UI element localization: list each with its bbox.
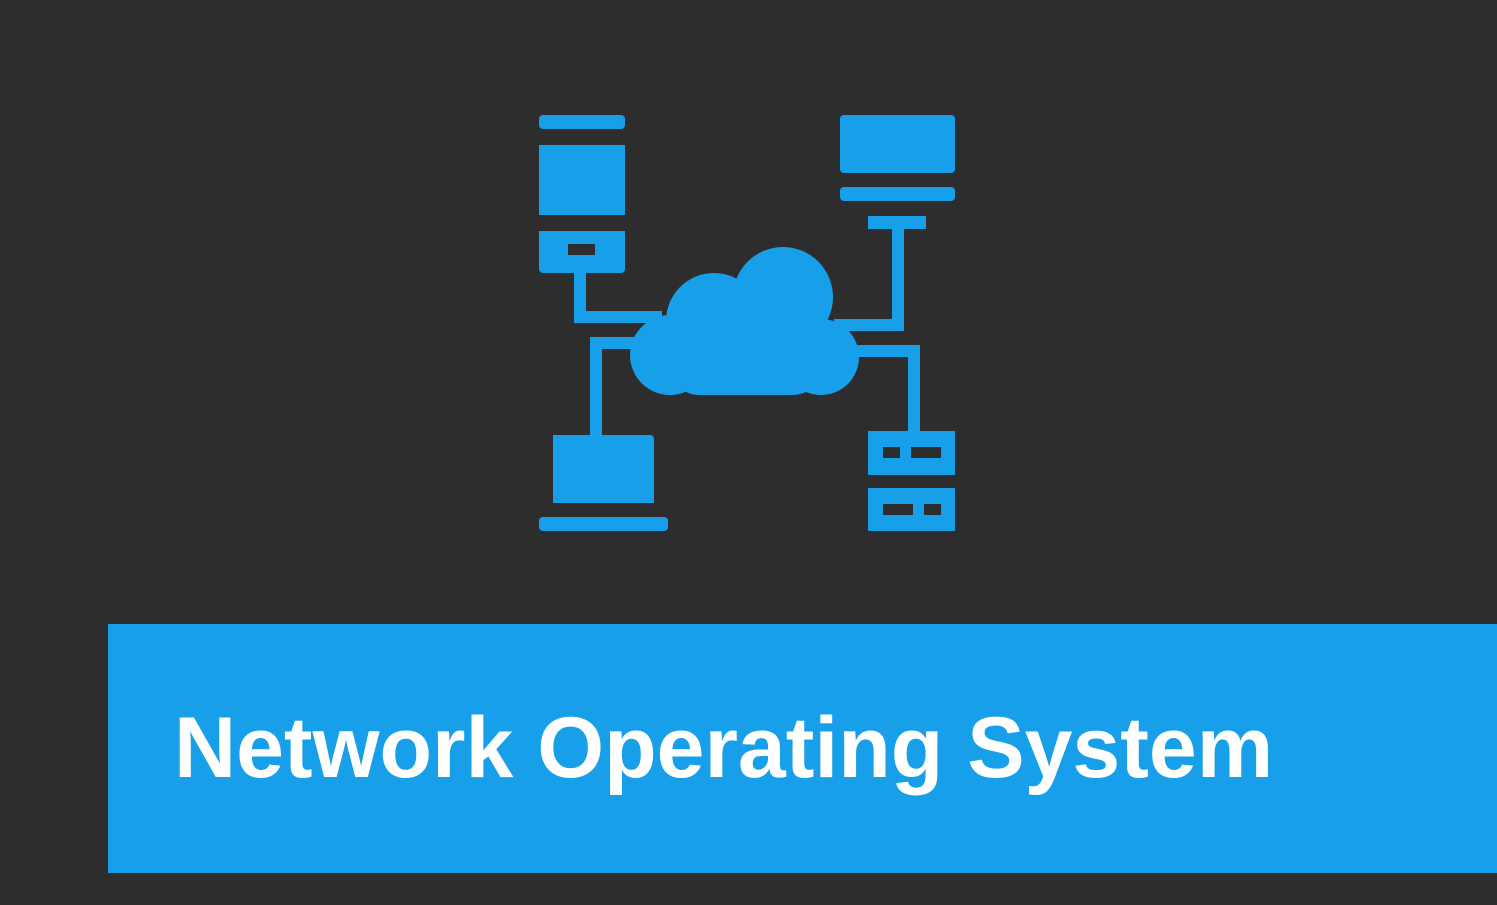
laptop-icon (539, 435, 668, 531)
title-banner: Network Operating System (108, 624, 1497, 873)
network-diagram-icon (539, 115, 955, 531)
page-title: Network Operating System (174, 700, 1274, 796)
monitor-icon (840, 115, 955, 201)
server-icon (868, 431, 955, 531)
mobile-device-icon (539, 115, 625, 273)
cloud-icon (630, 247, 859, 395)
